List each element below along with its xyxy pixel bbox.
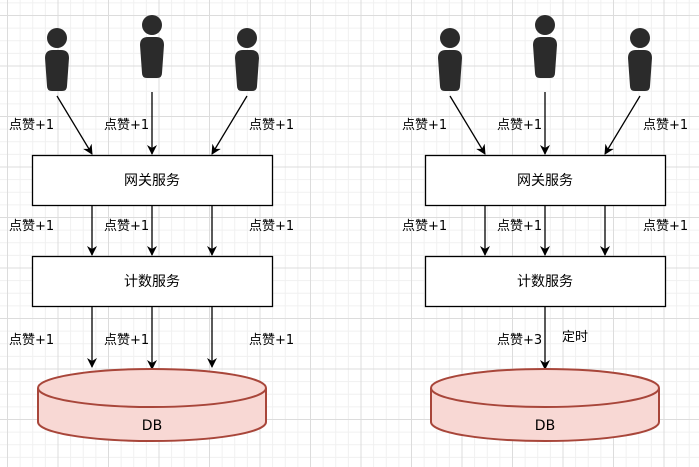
gateway-service-box: [31, 154, 274, 207]
gateway-service-label: 网关服务: [124, 173, 180, 189]
gateway-service-box: [424, 154, 667, 207]
edge-label: 点赞+1: [9, 118, 54, 133]
edge-label: 点赞+1: [9, 219, 54, 234]
left-diagram: 点赞+1 点赞+1 点赞+1 网关服务 点赞+1 点赞+1 点赞+1 计数服务 …: [9, 15, 294, 442]
database-label: DB: [535, 418, 555, 434]
counter-service-box: [31, 255, 274, 308]
edge-user-gateway: [604, 95, 641, 155]
edge-label: 点赞+1: [402, 219, 447, 234]
edge-label: 点赞+1: [249, 219, 294, 234]
timer-label: 定时: [562, 330, 588, 345]
right-diagram: 点赞+1 点赞+1 点赞+1 网关服务 点赞+1 点赞+1 点赞+1 计数服务 …: [402, 15, 688, 442]
user-icon: [533, 15, 557, 78]
edge-label: 点赞+1: [104, 118, 149, 133]
counter-service-label: 计数服务: [517, 274, 573, 290]
database-label: DB: [142, 418, 162, 434]
edge-label: 点赞+1: [249, 118, 294, 133]
edge-label: 点赞+1: [643, 219, 688, 234]
edge-user-gateway: [449, 95, 486, 155]
database-cylinder: [430, 368, 660, 442]
database-cylinder: [37, 368, 267, 442]
edge-label: 点赞+1: [402, 118, 447, 133]
edge-label: 点赞+3: [497, 333, 542, 348]
edge-label: 点赞+1: [497, 118, 542, 133]
edge-label: 点赞+1: [104, 333, 149, 348]
gateway-service-label: 网关服务: [517, 173, 573, 189]
edge-label: 点赞+1: [249, 333, 294, 348]
user-icon: [140, 15, 164, 78]
edge-label: 点赞+1: [497, 219, 542, 234]
user-icon: [45, 28, 69, 91]
user-icon: [438, 28, 462, 91]
user-icon: [235, 28, 259, 91]
counter-service-box: [424, 255, 667, 308]
counter-service-label: 计数服务: [124, 274, 180, 290]
edge-label: 点赞+1: [9, 333, 54, 348]
edge-label: 点赞+1: [104, 219, 149, 234]
edge-user-gateway: [56, 95, 93, 155]
edge-user-gateway: [211, 95, 248, 155]
user-icon: [628, 28, 652, 91]
edge-label: 点赞+1: [643, 118, 688, 133]
